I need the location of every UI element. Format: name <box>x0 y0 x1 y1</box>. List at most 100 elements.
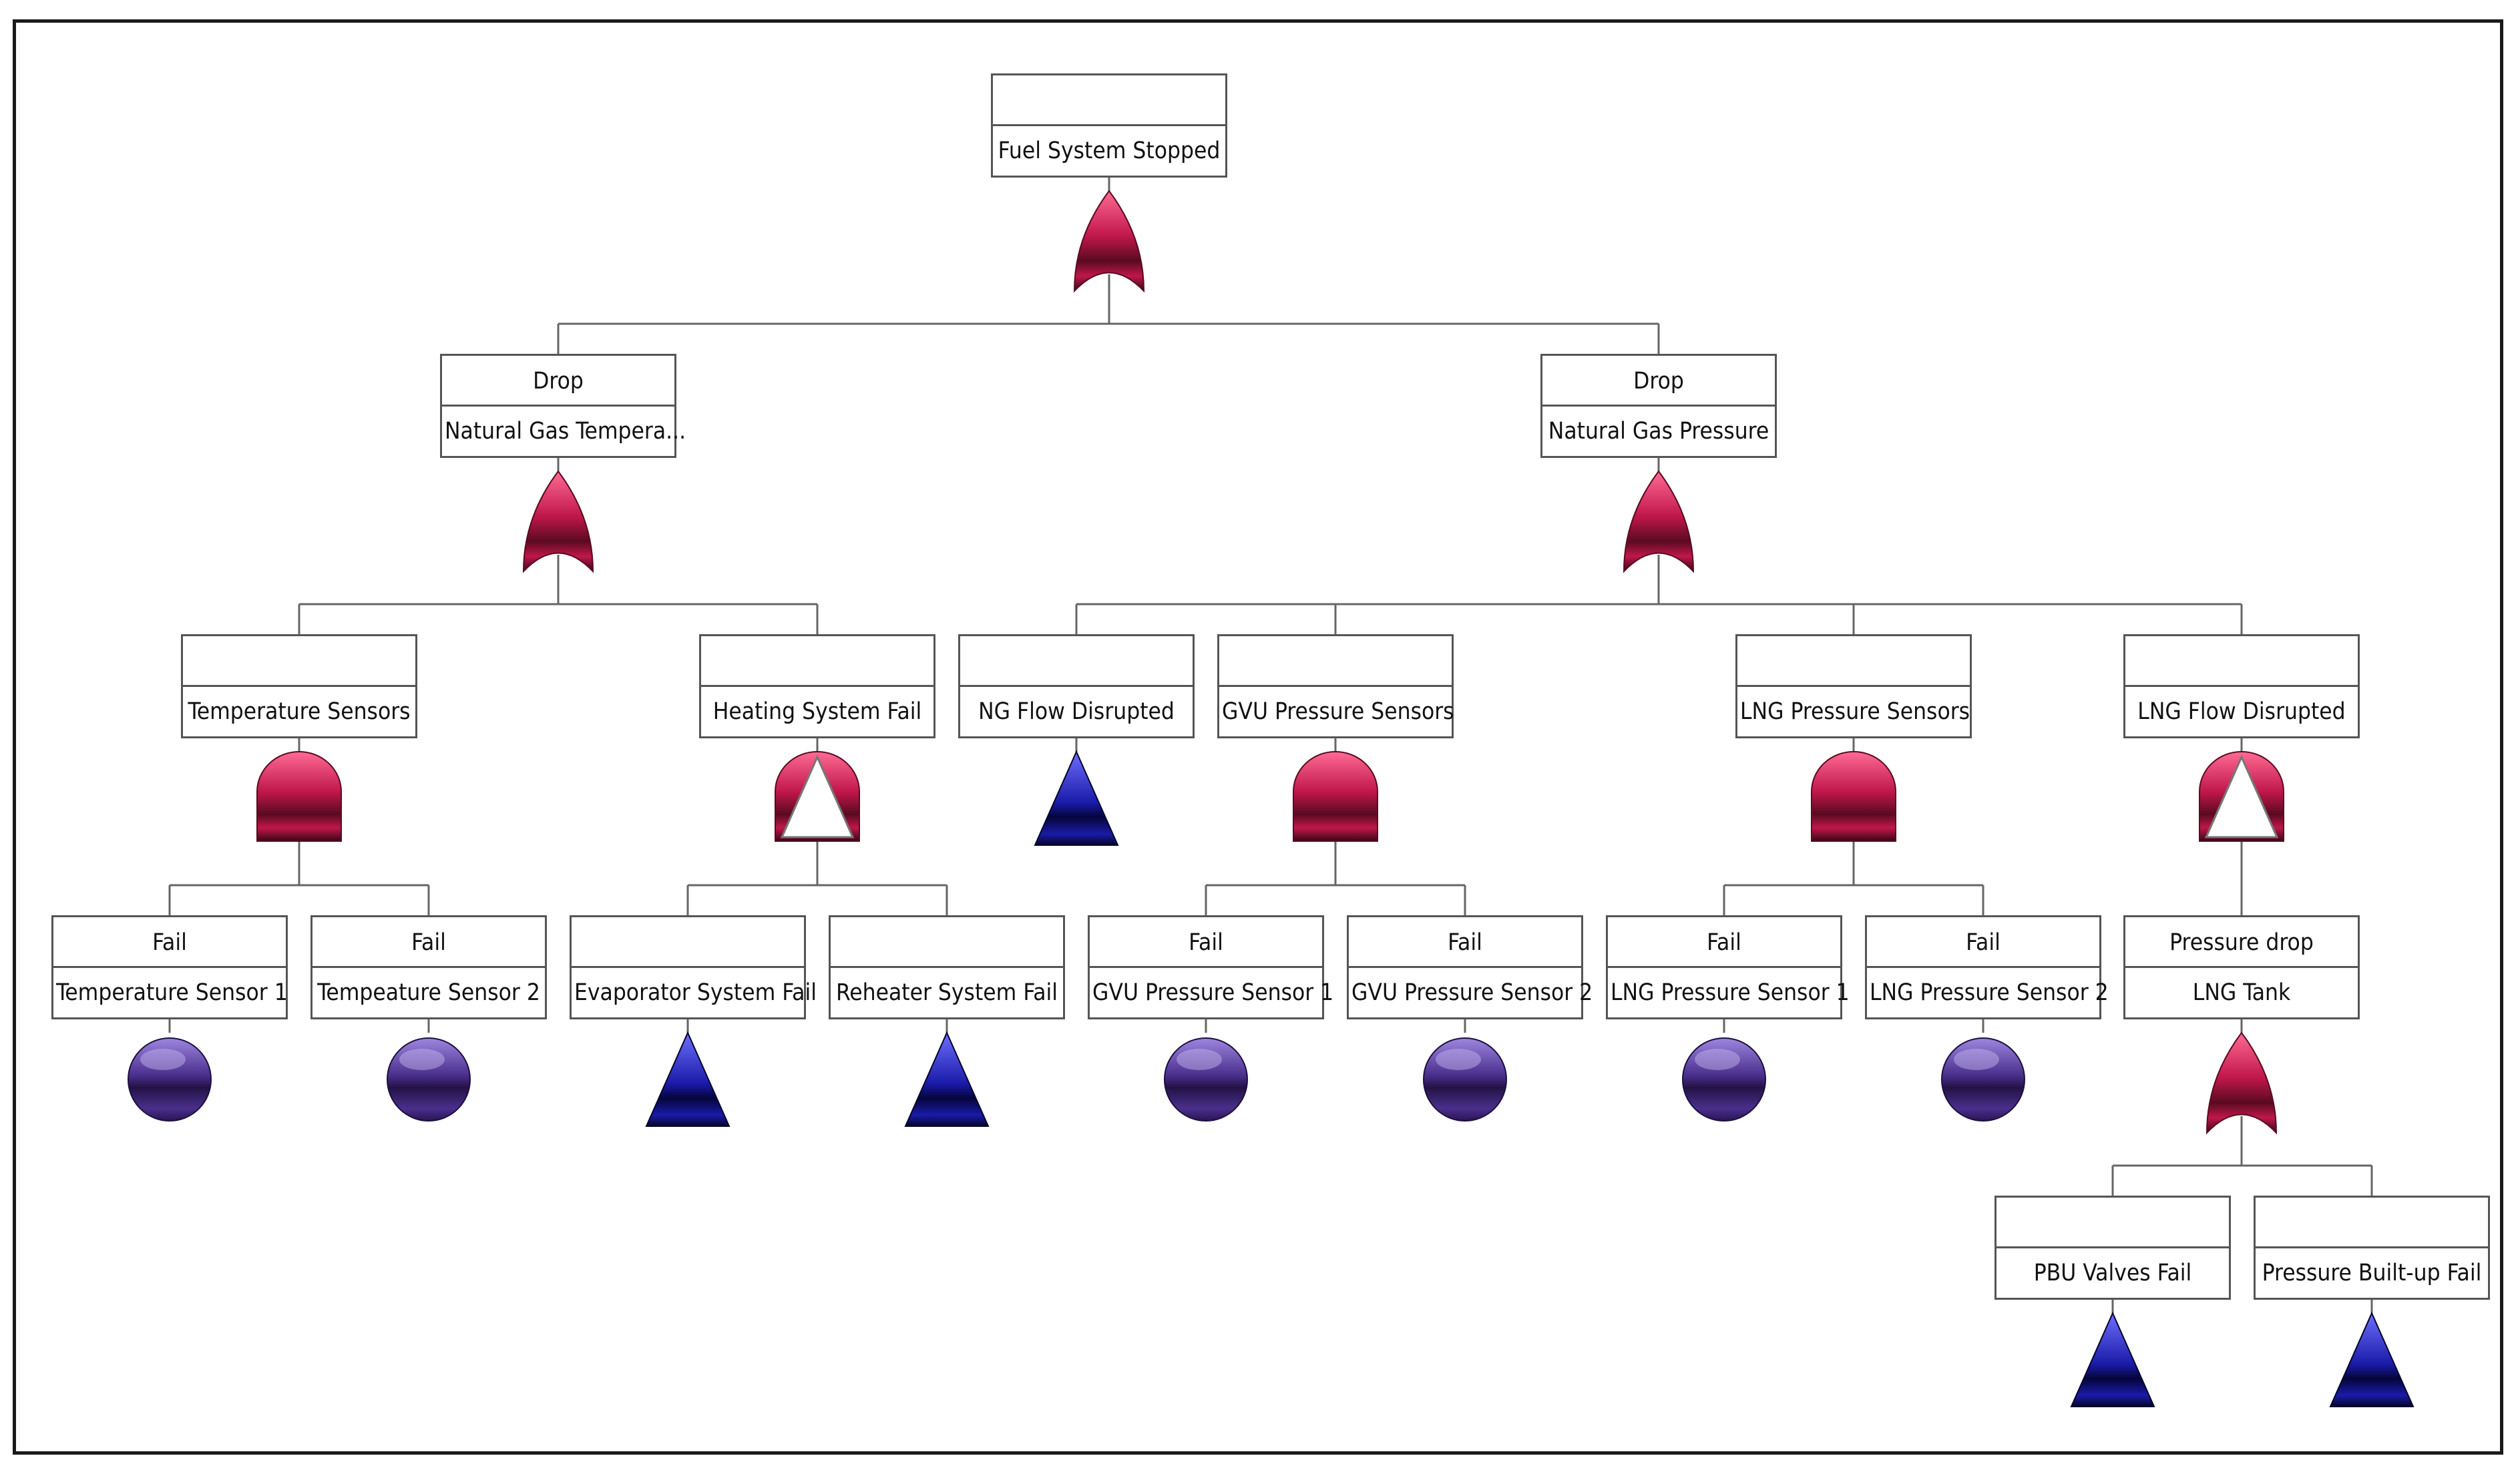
event-name-label: Natural Gas Pressure <box>1542 405 1775 456</box>
event-name-text: PBU Valves Fail <box>2033 1260 2192 1286</box>
event-name-label: Temperature Sensors <box>183 685 415 736</box>
event-name-text: GVU Pressure Sensor 2 <box>1351 979 1593 1006</box>
or-gate-shape <box>1623 470 1695 573</box>
basic-event-highlight <box>399 1049 445 1070</box>
event-name-text: Temperature Sensor 1 <box>56 979 288 1006</box>
event-name-label: NG Flow Disrupted <box>960 685 1193 736</box>
event-name-text: Pressure Built-up Fail <box>2262 1260 2482 1286</box>
event-box-ts[interactable]: Temperature Sensors <box>181 634 417 738</box>
or-symbol <box>522 470 594 573</box>
event-name-text: Evaporator System Fail <box>574 979 817 1006</box>
event-box-pbf[interactable]: Pressure Built-up Fail <box>2254 1196 2490 1300</box>
undeveloped-event-triangle <box>904 1031 990 1127</box>
event-name-label: GVU Pressure Sensor 1 <box>1090 966 1334 1017</box>
event-name-label: GVU Pressure Sensor 2 <box>1349 966 1593 1017</box>
undeveloped-event-triangle <box>1034 750 1119 846</box>
event-box-top[interactable]: Fuel System Stopped <box>991 73 1227 178</box>
and-symbol <box>1811 751 1896 842</box>
event-type-label: Fail <box>152 929 187 956</box>
event-name-label: LNG Flow Disrupted <box>2125 685 2358 736</box>
event-name-label: LNG Pressure Sensors <box>1737 685 1970 736</box>
event-type-label: Fail <box>411 929 446 956</box>
event-box-ngf[interactable]: NG Flow Disrupted <box>958 634 1195 738</box>
event-name-text: Fuel System Stopped <box>998 138 1221 164</box>
and-symbol <box>1293 751 1378 842</box>
event-name-text: LNG Pressure Sensors <box>1740 698 1970 725</box>
undeveloped-event-triangle <box>2070 1311 2155 1407</box>
event-name-text: Temperature Sensors <box>188 698 411 725</box>
or-symbol <box>2206 1031 2278 1135</box>
event-type-label <box>1737 636 1970 687</box>
event-name-text: LNG Tank <box>2192 979 2291 1006</box>
basic-event-highlight <box>1436 1049 1481 1070</box>
and-gate-shape <box>1811 751 1896 842</box>
and-symbol <box>256 751 342 842</box>
event-name-label: Pressure Built-up Fail <box>2256 1246 2488 1298</box>
priority-triangle <box>2204 754 2279 838</box>
event-name-text: LNG Pressure Sensor 1 <box>1611 979 1850 1006</box>
or-gate-shape <box>522 470 594 573</box>
event-type-label <box>1997 1198 2229 1248</box>
event-type-label <box>2125 636 2358 687</box>
undeveloped-symbol <box>2070 1311 2155 1407</box>
event-name-text: Heating System Fail <box>712 698 922 725</box>
or-gate-shape <box>2206 1031 2278 1135</box>
event-name-label: PBU Valves Fail <box>1997 1246 2229 1298</box>
event-box-evap[interactable]: Evaporator System Fail <box>570 915 817 1019</box>
event-type-label: Fail <box>1189 929 1223 956</box>
event-type-label: Fail <box>1707 929 1741 956</box>
undeveloped-symbol <box>645 1031 730 1127</box>
basic-event-circle <box>128 1037 212 1122</box>
basic-event-highlight <box>140 1049 186 1070</box>
undeveloped-event-triangle <box>2329 1311 2414 1407</box>
event-name-text: Natural Gas Pressure <box>1548 418 1769 445</box>
event-box-pbu[interactable]: PBU Valves Fail <box>1994 1196 2231 1300</box>
undeveloped-symbol <box>2329 1311 2414 1407</box>
event-box-lngp[interactable]: LNG Pressure Sensors <box>1735 634 1972 738</box>
event-type-label: Fail <box>1448 929 1482 956</box>
event-type-label <box>960 636 1193 687</box>
event-name-label: GVU Pressure Sensors <box>1219 685 1454 736</box>
event-box-hs[interactable]: Heating System Fail <box>699 634 935 738</box>
event-name-label: Natural Gas Tempera... <box>442 405 686 456</box>
event-name-text: NG Flow Disrupted <box>978 698 1175 725</box>
event-name-label: Fuel System Stopped <box>993 124 1225 176</box>
undeveloped-symbol <box>1034 750 1119 846</box>
event-name-label: LNG Tank <box>2125 966 2358 1017</box>
event-name-label: LNG Pressure Sensor 1 <box>1608 966 1850 1017</box>
event-box-reh[interactable]: Reheater System Fail <box>829 915 1065 1019</box>
priority-triangle <box>780 754 855 838</box>
or-gate-shape <box>1073 190 1145 293</box>
event-name-label: Reheater System Fail <box>831 966 1063 1017</box>
event-box-lngf[interactable]: LNG Flow Disrupted <box>2123 634 2360 738</box>
event-name-text: GVU Pressure Sensor 1 <box>1092 979 1334 1006</box>
and-gate-shape <box>256 751 342 842</box>
event-name-text: Reheater System Fail <box>835 979 1058 1006</box>
event-type-label <box>572 917 804 968</box>
event-box-gvu[interactable]: GVU Pressure Sensors <box>1217 634 1454 738</box>
event-type-label <box>831 917 1063 968</box>
basic-symbol <box>1164 1037 1248 1122</box>
event-type-label: Drop <box>533 368 584 395</box>
event-type-label <box>2256 1198 2488 1248</box>
basic-event-circle <box>1164 1037 1248 1122</box>
basic-event-highlight <box>1177 1049 1222 1070</box>
basic-event-circle <box>387 1037 471 1122</box>
event-type-label <box>993 75 1225 126</box>
event-name-text: LNG Flow Disrupted <box>2137 698 2346 725</box>
event-name-text: Natural Gas Tempera... <box>445 418 686 445</box>
event-type-label: Fail <box>1966 929 2001 956</box>
or-symbol <box>1073 190 1145 293</box>
basic-symbol <box>1941 1037 2025 1122</box>
basic-symbol <box>128 1037 212 1122</box>
basic-symbol <box>1423 1037 1507 1122</box>
